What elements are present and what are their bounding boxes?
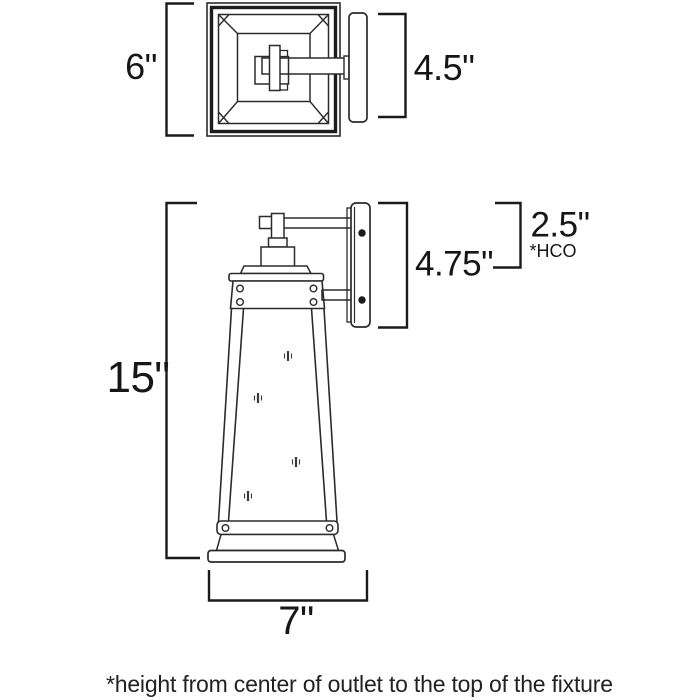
- dim-height-label: 15": [106, 353, 170, 402]
- side-skirt: [215, 533, 340, 552]
- top-view-wall-plate: [348, 12, 368, 123]
- bracket-depth-4-5: [378, 12, 407, 119]
- top-view-crossbar: [268, 44, 281, 92]
- side-arm-end-cap: [258, 215, 274, 230]
- glass-seed-marks: [243, 351, 301, 501]
- bracket-hco-2-5: [493, 201, 522, 269]
- dim-depth-label: 4.5": [413, 47, 475, 88]
- side-cap-box: [260, 246, 296, 268]
- top-view: [206, 2, 368, 137]
- dimension-brackets: [165, 2, 522, 602]
- hco-note-label: *HCO: [529, 241, 577, 261]
- dim-backplate-label: 4.75": [414, 244, 494, 284]
- side-base-plate: [207, 549, 346, 563]
- seed-icon: [291, 457, 301, 467]
- side-top-plate: [228, 272, 325, 282]
- screw-bottom: [358, 296, 366, 304]
- dim-hco-label: 2.5": [530, 205, 590, 245]
- seed-icon: [243, 491, 253, 501]
- side-finial-collar: [267, 237, 288, 248]
- side-cap-step: [239, 265, 313, 275]
- side-view: [207, 202, 371, 563]
- side-wall-plate: [350, 202, 371, 328]
- screw-top: [358, 229, 366, 237]
- bracket-width-6: [165, 2, 194, 137]
- seed-icon: [283, 351, 293, 361]
- side-cone: [217, 308, 338, 522]
- dim-projection-label: 7": [278, 599, 314, 643]
- seed-icon: [253, 393, 263, 403]
- side-bottom-band: [216, 520, 339, 536]
- top-view-corner-miters: [217, 14, 330, 124]
- dim-width-label: 6": [125, 46, 157, 87]
- bottom-band-rivets: [221, 524, 334, 533]
- side-finial-stem: [270, 212, 285, 242]
- bracket-height-15: [165, 201, 200, 560]
- bracket-projection-7: [207, 570, 369, 602]
- bracket-backplate-4-75: [378, 201, 409, 329]
- footnote-text: *height from center of outlet to the top…: [106, 671, 613, 697]
- top-band-rivets: [235, 284, 318, 307]
